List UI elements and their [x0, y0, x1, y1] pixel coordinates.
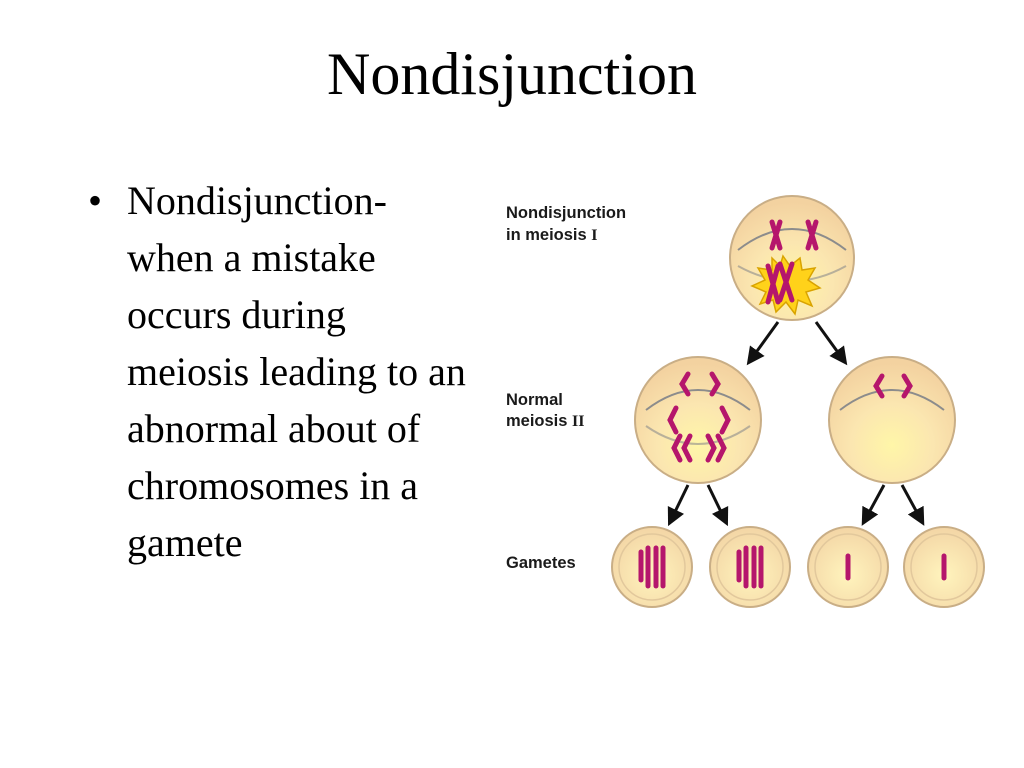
arrow-to-gamete-4: [900, 484, 925, 526]
label-nondisjunction-line2: in meiosis I: [506, 226, 598, 244]
nondisjunction-diagram: Nondisjunction in meiosis I Normal meios…: [506, 195, 985, 608]
gamete-4: [903, 526, 985, 608]
bullet-marker: •: [88, 178, 103, 223]
arrow-to-gamete-3: [861, 484, 886, 526]
label-nondisjunction-line1: Nondisjunction: [506, 204, 626, 222]
gamete-3: [807, 526, 889, 608]
gamete-1: [611, 526, 693, 608]
arrow-to-gamete-1: [667, 484, 690, 527]
label-gametes: Gametes: [506, 554, 576, 572]
label-normal-line2: meiosis II: [506, 412, 585, 430]
daughter-cell-left: [634, 356, 762, 484]
arrow-to-left-cell: [746, 321, 780, 366]
bullet-text: Nondisjunction- when a mistake occurs du…: [127, 178, 466, 565]
slide-title: Nondisjunction: [327, 41, 697, 107]
arrow-to-right-cell: [814, 321, 848, 366]
arrow-to-gamete-2: [706, 484, 729, 527]
daughter-cell-right: [828, 356, 956, 484]
gamete-2: [709, 526, 791, 608]
parent-cell: [729, 195, 855, 321]
label-normal-line1: Normal: [506, 391, 563, 409]
